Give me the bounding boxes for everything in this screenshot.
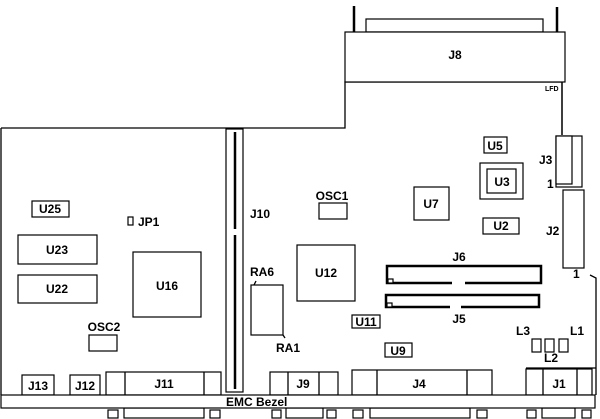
j13-label: J13 — [28, 379, 48, 393]
j11-post-left — [107, 409, 119, 419]
j4-shell — [369, 407, 471, 419]
j2-connector — [562, 189, 585, 269]
u2-chip — [482, 217, 520, 235]
j11-post-right — [209, 409, 221, 419]
l2-label: L2 — [544, 351, 558, 365]
j8-shell — [365, 18, 544, 33]
u2-label: U2 — [493, 219, 509, 233]
osc1-label: OSC1 — [316, 189, 349, 203]
j6-label: J6 — [452, 250, 466, 264]
u9-chip — [384, 342, 413, 358]
u23-chip — [17, 234, 98, 265]
j4-label: J4 — [412, 377, 426, 391]
ra-resistor-array — [250, 284, 284, 336]
u16-chip — [132, 251, 202, 318]
ra6-leader — [253, 280, 257, 286]
osc2-label: OSC2 — [88, 320, 121, 334]
j9-label: J9 — [296, 377, 310, 391]
emc-bezel-label: EMC Bezel — [226, 395, 287, 409]
j2-label: J2 — [546, 224, 560, 238]
l1-label: L1 — [570, 324, 584, 338]
j8-label: J8 — [448, 48, 462, 62]
board-outline-right-lower — [589, 274, 597, 395]
u3-label: U3 — [494, 175, 510, 189]
j9-post-right — [326, 409, 337, 419]
j1-shell — [541, 407, 576, 419]
u12-chip — [296, 244, 356, 302]
l3-inductor — [531, 338, 542, 353]
j11-label: J11 — [154, 377, 174, 391]
u9-label: U9 — [390, 344, 406, 358]
j4-connector — [351, 369, 493, 396]
j1-label: J1 — [552, 377, 566, 391]
ra1-leader — [282, 334, 286, 339]
osc1-oscillator — [318, 202, 348, 220]
osc2-oscillator — [88, 334, 118, 352]
lfd-label: LFD — [545, 86, 559, 93]
u5-label: U5 — [487, 139, 503, 153]
j1-post-right — [581, 409, 592, 419]
j5-label: J5 — [452, 312, 466, 326]
j9-post-left — [271, 409, 282, 419]
j10-label: J10 — [250, 207, 270, 221]
j11-shell — [123, 407, 205, 419]
u16-label: U16 — [156, 279, 178, 293]
u5-chip — [483, 136, 508, 154]
u23-label: U23 — [46, 243, 68, 257]
j3-pin1-label: 1 — [547, 177, 554, 191]
j3-label: J3 — [539, 153, 553, 167]
j4-post-right — [476, 409, 488, 419]
j2-pin1-label: 1 — [573, 267, 580, 281]
j5-pin1-marker — [386, 302, 393, 308]
u22-chip — [17, 274, 98, 304]
l3-label: L3 — [516, 324, 530, 338]
u7-chip — [413, 186, 450, 221]
u12-label: U12 — [315, 266, 337, 280]
j4-post-left — [352, 409, 364, 419]
j6-pin1-marker — [387, 278, 394, 284]
u11-label: U11 — [355, 315, 377, 329]
u3-chip — [486, 168, 517, 194]
j6-slot — [385, 264, 543, 285]
j1-post-left — [526, 409, 537, 419]
u25-chip — [31, 200, 70, 218]
u22-label: U22 — [46, 282, 68, 296]
j12-label: J12 — [75, 379, 95, 393]
l2-inductor — [544, 338, 555, 353]
jp1-jumper — [127, 216, 134, 226]
j3-inner — [555, 135, 573, 185]
j1-connector — [525, 368, 593, 396]
ra6-label: RA6 — [250, 265, 274, 279]
jp1-label: JP1 — [138, 215, 160, 229]
ra1-label: RA1 — [276, 341, 300, 355]
j8-connector — [344, 31, 566, 83]
emc-bezel — [0, 394, 596, 409]
u25-label: U25 — [39, 202, 61, 216]
u11-chip — [351, 314, 381, 329]
j5-slot — [384, 293, 541, 309]
board-outline — [1, 81, 563, 135]
j9-shell — [285, 407, 324, 419]
u7-label: U7 — [423, 197, 439, 211]
l1-inductor — [558, 338, 569, 353]
